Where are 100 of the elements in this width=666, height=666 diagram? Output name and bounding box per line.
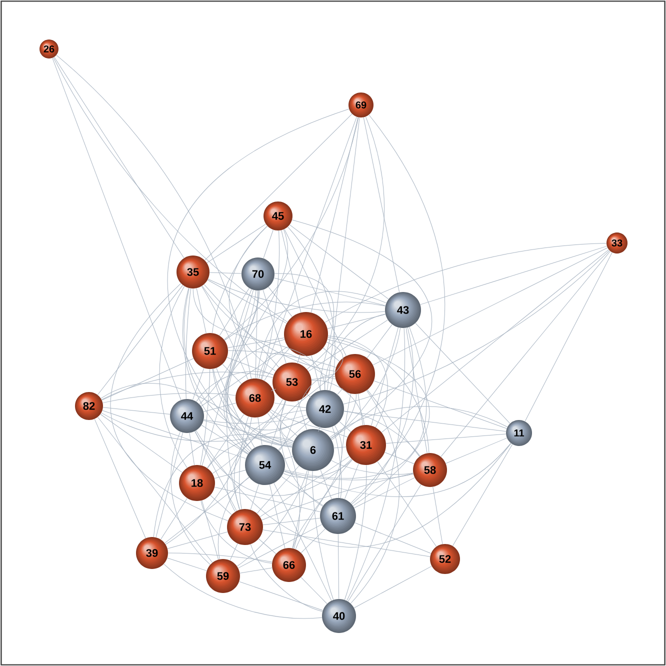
node-sphere: 56: [335, 354, 375, 394]
connector-line: [196, 430, 512, 548]
node-sphere: 73: [227, 509, 263, 545]
connector-line: [420, 246, 608, 305]
connector-line: [274, 278, 386, 306]
connector-line: [100, 414, 182, 473]
connector-line: [327, 117, 360, 390]
connector-line: [53, 57, 288, 322]
node-sphere: 31: [346, 425, 386, 465]
connector-line: [202, 290, 254, 466]
connector-line: [269, 484, 286, 549]
connector-line: [386, 434, 506, 444]
connector-line: [311, 376, 336, 380]
connector-line: [240, 568, 272, 574]
node-sphere: 33: [606, 232, 628, 254]
connector-line: [54, 56, 184, 258]
connector-line: [297, 354, 300, 364]
connector-line: [216, 368, 255, 448]
node-sphere: 51: [192, 333, 228, 369]
connector-line: [222, 364, 242, 384]
connector-line: [256, 291, 386, 379]
node-sphere: 39: [136, 537, 168, 569]
connector-line: [207, 436, 294, 468]
connector-line: [156, 432, 183, 538]
connector-line: [228, 338, 284, 348]
connector-line: [332, 426, 342, 498]
connector-line: [354, 522, 432, 554]
connector-line: [212, 399, 283, 474]
node-sphere: 70: [242, 258, 274, 290]
connector-line: [224, 290, 259, 453]
connector-line: [189, 432, 195, 466]
connector-line: [288, 226, 336, 391]
connector-line: [102, 407, 170, 415]
connector-line: [328, 336, 388, 428]
connector-line: [258, 417, 262, 446]
connector-line: [274, 402, 306, 408]
connector-line: [206, 224, 266, 264]
connector-line: [295, 460, 352, 550]
connector-line: [226, 400, 286, 512]
node-sphere: 18: [179, 465, 215, 501]
connector-line: [406, 328, 428, 454]
connector-line: [350, 390, 400, 604]
connector-line: [262, 290, 286, 364]
connector-line: [102, 392, 236, 404]
connector-line: [214, 486, 321, 512]
connector-line: [338, 394, 352, 498]
connector-line: [278, 420, 310, 450]
connector-line: [271, 388, 276, 392]
connector-line: [239, 581, 323, 611]
node-sphere: 42: [306, 390, 344, 428]
node-sphere: 54: [245, 445, 285, 485]
connector-line: [213, 368, 292, 448]
connector-line: [204, 114, 352, 260]
connector-line: [167, 108, 350, 450]
connector-line: [204, 414, 307, 424]
connector-line: [284, 228, 346, 356]
node-sphere: 44: [170, 399, 204, 433]
connector-line: [167, 532, 228, 549]
connector-line: [333, 446, 346, 448]
connector-line: [196, 371, 274, 402]
connector-line: [354, 477, 415, 508]
connector-line: [164, 564, 322, 619]
connector-line: [292, 220, 432, 439]
node-sphere: 11: [506, 420, 532, 446]
connector-line: [255, 290, 258, 379]
connector-line: [225, 229, 288, 452]
connector-line: [159, 286, 188, 468]
connector-line: [226, 289, 252, 510]
node-sphere: 69: [348, 92, 374, 118]
connector-line: [224, 117, 359, 340]
connector-line: [202, 286, 336, 372]
connector-line: [344, 410, 420, 456]
connector-line: [219, 288, 250, 336]
node-sphere: 6: [292, 429, 334, 471]
connector-line: [284, 456, 294, 460]
connector-line: [192, 368, 204, 400]
connector-line: [236, 470, 308, 566]
connector-line: [367, 390, 420, 457]
connector-line: [207, 414, 244, 468]
connector-line: [214, 470, 246, 479]
connector-line: [330, 406, 508, 438]
connector-line: [354, 566, 432, 608]
connector-line: [343, 250, 610, 404]
connector-line: [331, 394, 356, 440]
connector-line: [167, 558, 207, 571]
connector-line: [230, 543, 238, 561]
connector-line: [264, 348, 290, 381]
connector-line: [346, 328, 406, 601]
node-sphere: 61: [320, 498, 356, 534]
connector-line: [306, 393, 312, 398]
connector-line: [324, 242, 607, 323]
connector-line: [261, 116, 357, 380]
node-sphere: 53: [272, 362, 312, 402]
connector-line: [210, 495, 232, 515]
connector-line: [260, 230, 280, 380]
node-sphere: 40: [322, 599, 356, 633]
connector-line: [262, 530, 430, 557]
node-sphere: 68: [236, 378, 274, 418]
connector-line: [363, 117, 400, 292]
connector-line: [238, 524, 322, 568]
